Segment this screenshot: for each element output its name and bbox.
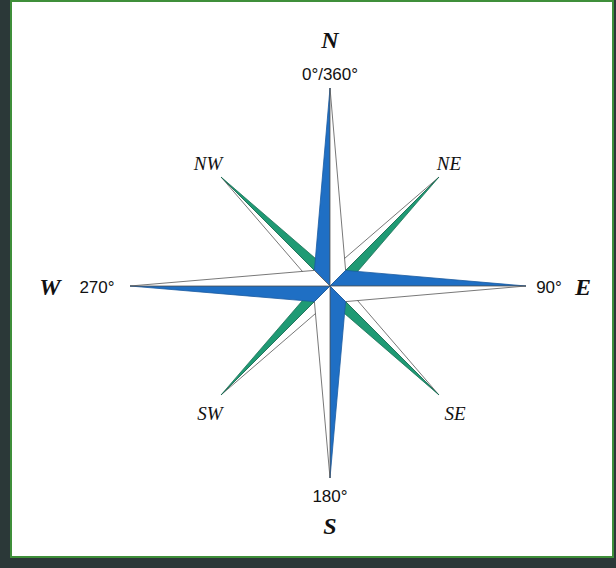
bearing-label: 180°: [312, 488, 347, 505]
compass-point: [221, 286, 330, 395]
direction-letter: NE: [437, 154, 461, 173]
compass-point: [314, 88, 330, 286]
compass-point: [330, 286, 346, 478]
compass-point: [330, 286, 439, 395]
direction-letter: S: [323, 514, 336, 538]
compass-point: [330, 286, 439, 395]
direction-letter: N: [321, 28, 338, 52]
bearing-label: 90°: [536, 279, 562, 296]
direction-letter: SE: [444, 404, 465, 423]
compass-point: [330, 177, 439, 286]
compass-point: [221, 177, 330, 286]
compass-point: [330, 88, 346, 286]
compass-point: [330, 286, 526, 302]
compass-point: [130, 270, 330, 286]
compass-point: [221, 286, 330, 395]
compass-point: [314, 286, 330, 478]
compass-point: [330, 177, 439, 286]
direction-letter: SW: [197, 404, 222, 423]
compass-point: [130, 286, 330, 302]
bearing-label: 0°/360°: [302, 66, 358, 83]
direction-letter: NW: [194, 154, 223, 173]
compass-point: [330, 270, 526, 286]
bearing-label: 270°: [79, 279, 114, 296]
direction-letter: W: [39, 275, 60, 299]
compass-point: [221, 177, 330, 286]
direction-letter: E: [575, 275, 591, 299]
